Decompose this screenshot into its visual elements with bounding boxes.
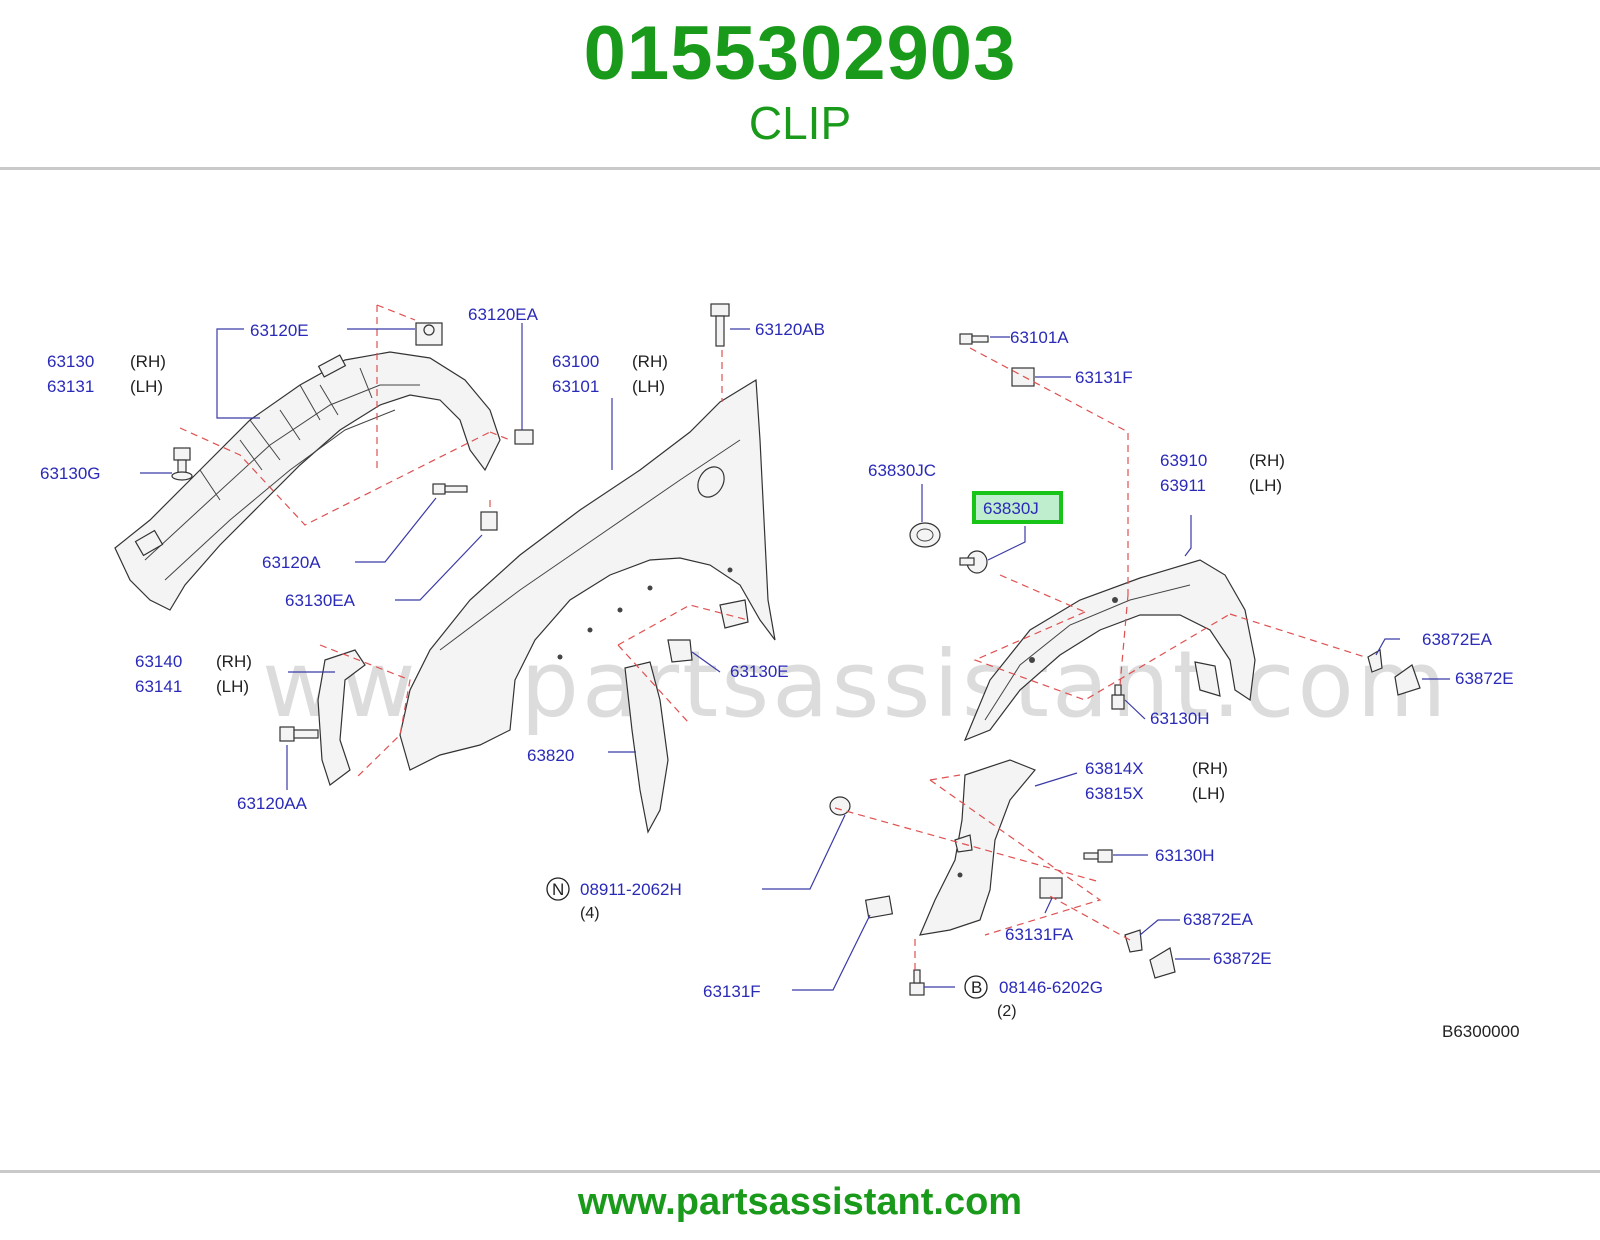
label-63872EA-top: 63872EA <box>1422 630 1493 649</box>
qty-2: (2) <box>997 1003 1017 1020</box>
circle-n-letter: N <box>552 880 564 899</box>
side-rh-63140: (RH) <box>216 652 252 671</box>
label-63130: 63130 <box>47 352 94 371</box>
clip-63130G <box>171 447 193 481</box>
clip-63131FA <box>1039 877 1063 899</box>
label-08911-2062H: 08911-2062H <box>580 880 682 899</box>
clip-63101A <box>959 333 989 345</box>
circle-n-badge: N <box>546 877 570 901</box>
label-63130EA: 63130EA <box>285 591 356 610</box>
label-63140: 63140 <box>135 652 182 671</box>
side-lh-63815X: (LH) <box>1192 784 1225 803</box>
label-63814X: 63814X <box>1085 759 1144 778</box>
label-63830JC: 63830JC <box>868 461 936 480</box>
label-63911: 63911 <box>1160 476 1206 495</box>
splash-guard-63820 <box>624 661 669 834</box>
label-63131: 63131 <box>47 377 94 396</box>
clip-63120E <box>415 322 443 346</box>
label-63820: 63820 <box>527 746 574 765</box>
side-lh-63131: (LH) <box>130 377 163 396</box>
clip-63130E <box>667 639 693 663</box>
label-63131F-bot: 63131F <box>703 982 761 1001</box>
grommet-63830JC <box>909 522 941 548</box>
label-63872E-bot: 63872E <box>1213 949 1272 968</box>
side-rh-63910: (RH) <box>1249 451 1285 470</box>
side-rh-63130: (RH) <box>130 352 166 371</box>
label-63131FA: 63131FA <box>1005 925 1074 944</box>
highlight-box-63830J <box>972 491 1063 524</box>
clip-63131F-bot <box>864 895 894 919</box>
label-63872E-top: 63872E <box>1455 669 1514 688</box>
label-63120EA: 63120EA <box>468 305 539 324</box>
side-lh-63101: (LH) <box>632 377 665 396</box>
circle-b-badge: B <box>964 975 988 999</box>
label-08146-6202G: 08146-6202G <box>999 978 1103 997</box>
header-divider <box>0 167 1600 170</box>
label-63131F-top: 63131F <box>1075 368 1133 387</box>
footer-divider <box>0 1170 1600 1173</box>
screw-63130H-top <box>1111 684 1125 710</box>
label-63141: 63141 <box>135 677 182 696</box>
label-63120AB: 63120AB <box>755 320 825 339</box>
clip-63830J <box>959 550 988 574</box>
nut-08911 <box>829 796 851 816</box>
label-63130H-top: 63130H <box>1150 709 1210 728</box>
side-lh-63141: (LH) <box>216 677 249 696</box>
circle-b-letter: B <box>971 978 982 997</box>
clip-63872EA-bot <box>1124 929 1143 953</box>
footer-url[interactable]: www.partsassistant.com <box>577 1181 1023 1223</box>
label-63872EA-bot: 63872EA <box>1183 910 1254 929</box>
clip-63872EA-top <box>1367 649 1383 673</box>
label-63101: 63101 <box>552 377 599 396</box>
part-labels: 63120E 63120EA 63130 (RH) 63131 (LH) 631… <box>40 305 1520 1041</box>
fender-liner-drawing <box>114 351 534 611</box>
label-63120AA: 63120AA <box>237 794 308 813</box>
screw-63130H-bot <box>1083 849 1113 863</box>
label-63815X: 63815X <box>1085 784 1144 803</box>
part-name: CLIP <box>748 97 852 149</box>
clip-63131F-top <box>1011 367 1035 387</box>
bracket-63140 <box>279 649 366 786</box>
label-63130G: 63130G <box>40 464 101 483</box>
label-63120A: 63120A <box>262 553 321 572</box>
label-63100: 63100 <box>552 352 599 371</box>
cap-63872E-top <box>1394 664 1421 696</box>
front-fender-drawing <box>399 378 776 771</box>
leader-lines <box>140 323 1450 991</box>
side-rh-63100: (RH) <box>632 352 668 371</box>
part-number: 0155302903 <box>583 11 1017 96</box>
label-63101A: 63101A <box>1010 328 1069 347</box>
label-63830J: 63830J <box>983 499 1039 518</box>
side-lh-63911: (LH) <box>1249 476 1282 495</box>
diagram-code: B6300000 <box>1442 1022 1520 1041</box>
assembly-lines <box>179 304 1366 970</box>
clip-63130EA <box>480 511 498 531</box>
side-rh-63814X: (RH) <box>1192 759 1228 778</box>
fender-flare-drawing <box>963 559 1256 742</box>
bolt-08146 <box>909 969 925 996</box>
label-63910: 63910 <box>1160 451 1207 470</box>
page-header: 0155302903 CLIP <box>0 0 1600 168</box>
label-63130E: 63130E <box>730 662 789 681</box>
qty-4: (4) <box>580 905 600 922</box>
label-63130H-bot: 63130H <box>1155 846 1215 865</box>
label-63120E: 63120E <box>250 321 309 340</box>
bolt-63120A <box>432 483 468 495</box>
cap-63872E-bot <box>1149 947 1176 979</box>
bolt-63120AB <box>710 303 730 347</box>
